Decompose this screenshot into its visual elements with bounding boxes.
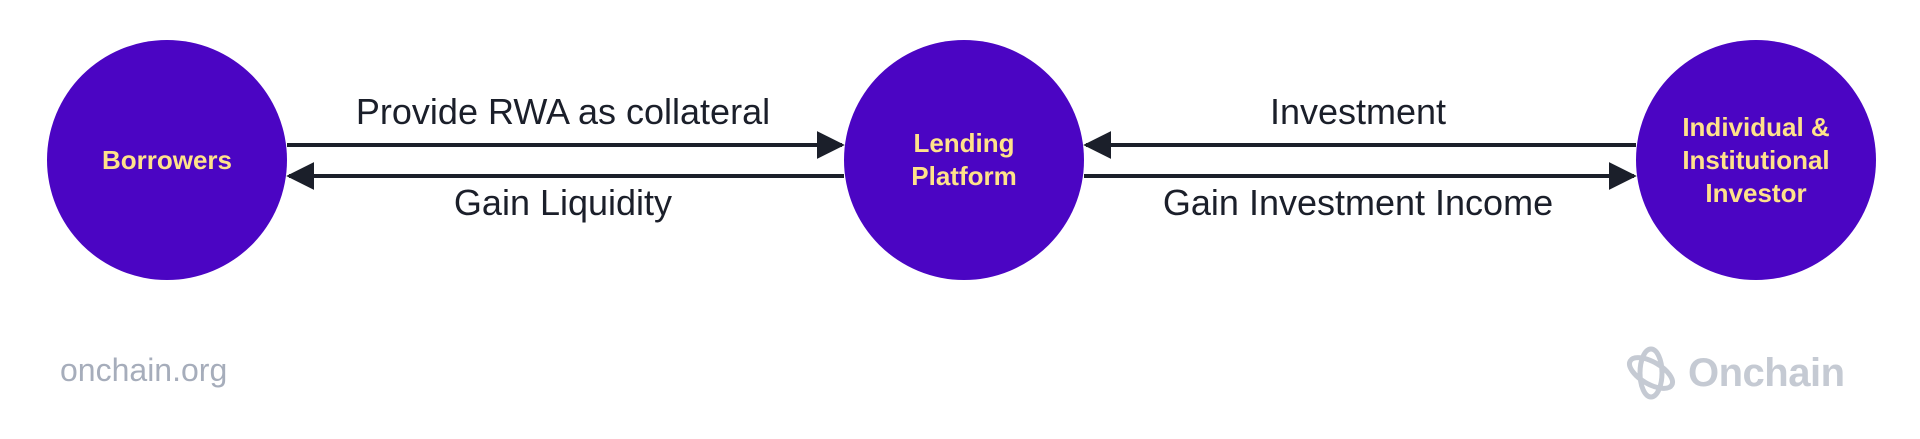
investment-label: Investment (1269, 91, 1447, 132)
borrowers-label: Borrowers (101, 144, 233, 175)
gain-liquidity-label: Gain Liquidity (453, 182, 673, 223)
lending-platform-node: Lending Platform (844, 40, 1084, 280)
investor-label: Individual & Institutional Investor (1682, 111, 1830, 208)
site-url: onchain.org (60, 352, 228, 388)
onchain-logo-icon (1627, 346, 1675, 400)
gain-income-label: Gain Investment Income (1162, 182, 1554, 223)
provide-rwa-label: Provide RWA as collateral (355, 91, 771, 132)
brand-name: Onchain (1688, 350, 1845, 395)
brand-logo: Onchain (1620, 343, 1845, 403)
lending-platform-label: Lending Platform (911, 128, 1017, 191)
borrowers-node: Borrowers (47, 40, 287, 280)
investor-node: Individual & Institutional Investor (1636, 40, 1876, 280)
